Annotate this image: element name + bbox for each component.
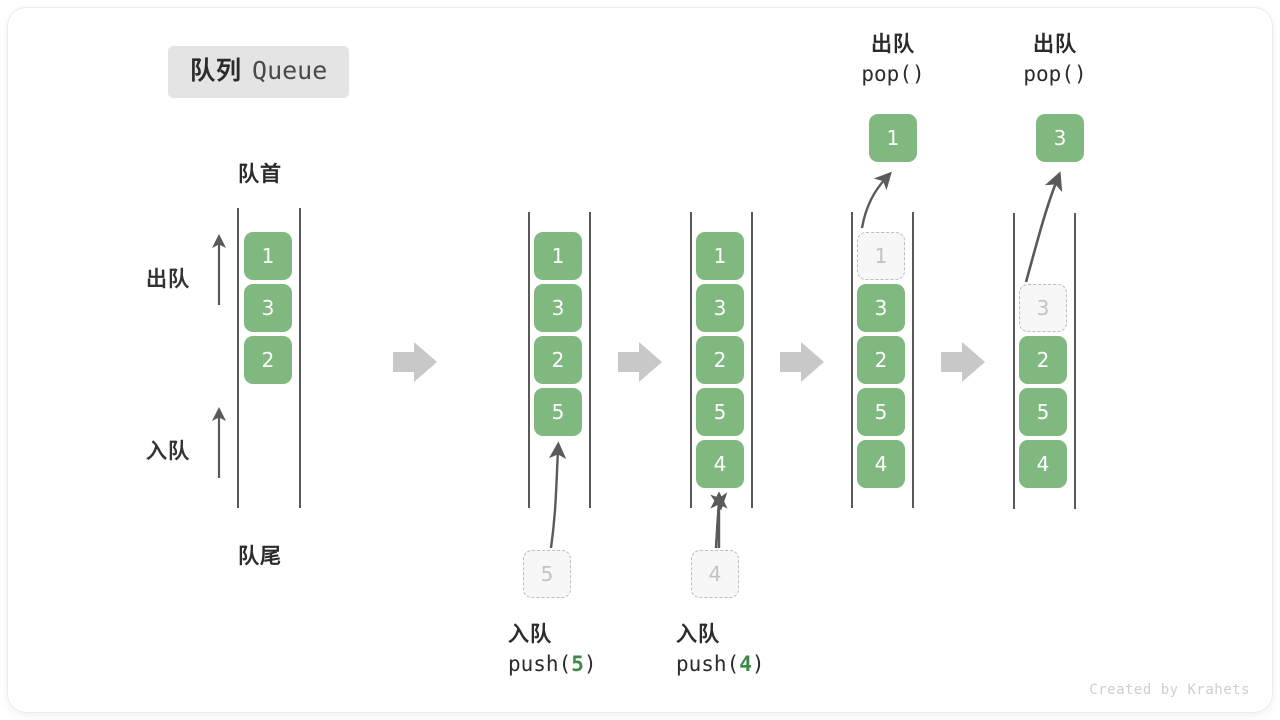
diagram-card <box>8 8 1272 712</box>
credit-text: Created by Krahets <box>1089 682 1250 698</box>
code-close: ) <box>583 651 597 676</box>
queue-cell: 2 <box>857 336 905 384</box>
code-arg: 5 <box>571 651 584 676</box>
queue-incoming-ghost: 5 <box>523 550 571 598</box>
queue-rail-right-step3 <box>751 212 753 508</box>
queue-popped-cell: 1 <box>869 114 917 162</box>
dequeue-direction-label: 出队 <box>146 268 190 291</box>
operation-caption-code: pop() <box>861 61 925 86</box>
queue-cell: 4 <box>1019 440 1067 488</box>
queue-cell: 1 <box>534 232 582 280</box>
queue-rear-label: 队尾 <box>238 545 282 568</box>
operation-caption-code: pop() <box>1023 61 1087 86</box>
queue-removed-ghost: 1 <box>857 232 905 280</box>
queue-cell: 3 <box>857 284 905 332</box>
code-arg: 4 <box>739 651 752 676</box>
queue-cell: 5 <box>696 388 744 436</box>
operation-caption-code: push(4) <box>676 650 765 680</box>
queue-rail-right-step1 <box>299 208 301 508</box>
queue-rail-right-step2 <box>589 212 591 508</box>
queue-rail-right-step5 <box>1074 213 1076 509</box>
operation-caption-pop-3: 出队 pop() <box>1000 30 1110 90</box>
queue-cell: 2 <box>696 336 744 384</box>
title-chinese: 队列 <box>190 57 243 85</box>
enqueue-direction-label: 入队 <box>146 440 190 463</box>
operation-caption-push-4: 入队 push(4) <box>676 620 765 680</box>
operation-caption-cn: 入队 <box>508 623 552 646</box>
code-fn: push( <box>676 651 740 676</box>
queue-popped-cell: 3 <box>1036 114 1084 162</box>
queue-cell-new: 4 <box>696 440 744 488</box>
queue-cell: 1 <box>244 232 292 280</box>
queue-removed-ghost: 3 <box>1019 284 1067 332</box>
queue-cell: 3 <box>534 284 582 332</box>
queue-cell: 4 <box>857 440 905 488</box>
queue-cell: 5 <box>857 388 905 436</box>
operation-caption-cn: 入队 <box>676 623 720 646</box>
queue-cell: 2 <box>244 336 292 384</box>
queue-rail-left-step2 <box>528 212 530 508</box>
operation-caption-cn: 出队 <box>1033 33 1077 56</box>
queue-cell-new: 5 <box>534 388 582 436</box>
code-fn: push( <box>508 651 572 676</box>
queue-cell: 2 <box>534 336 582 384</box>
queue-cell: 1 <box>696 232 744 280</box>
queue-rail-left-step1 <box>237 208 239 508</box>
code-close: ) <box>751 651 765 676</box>
operation-caption-code: push(5) <box>508 650 597 680</box>
queue-incoming-ghost: 4 <box>691 550 739 598</box>
operation-caption-pop-1: 出队 pop() <box>838 30 948 90</box>
queue-cell: 2 <box>1019 336 1067 384</box>
queue-cell: 3 <box>244 284 292 332</box>
queue-cell: 5 <box>1019 388 1067 436</box>
diagram-title-badge: 队列 Queue <box>168 46 350 98</box>
queue-rail-left-step5 <box>1013 213 1015 509</box>
queue-rail-right-step4 <box>912 212 914 508</box>
operation-caption-cn: 出队 <box>871 33 915 56</box>
queue-front-label: 队首 <box>238 163 282 186</box>
queue-rail-left-step4 <box>851 212 853 508</box>
title-english: Queue <box>252 56 328 85</box>
queue-cell: 3 <box>696 284 744 332</box>
operation-caption-push-5: 入队 push(5) <box>508 620 597 680</box>
queue-rail-left-step3 <box>690 212 692 508</box>
